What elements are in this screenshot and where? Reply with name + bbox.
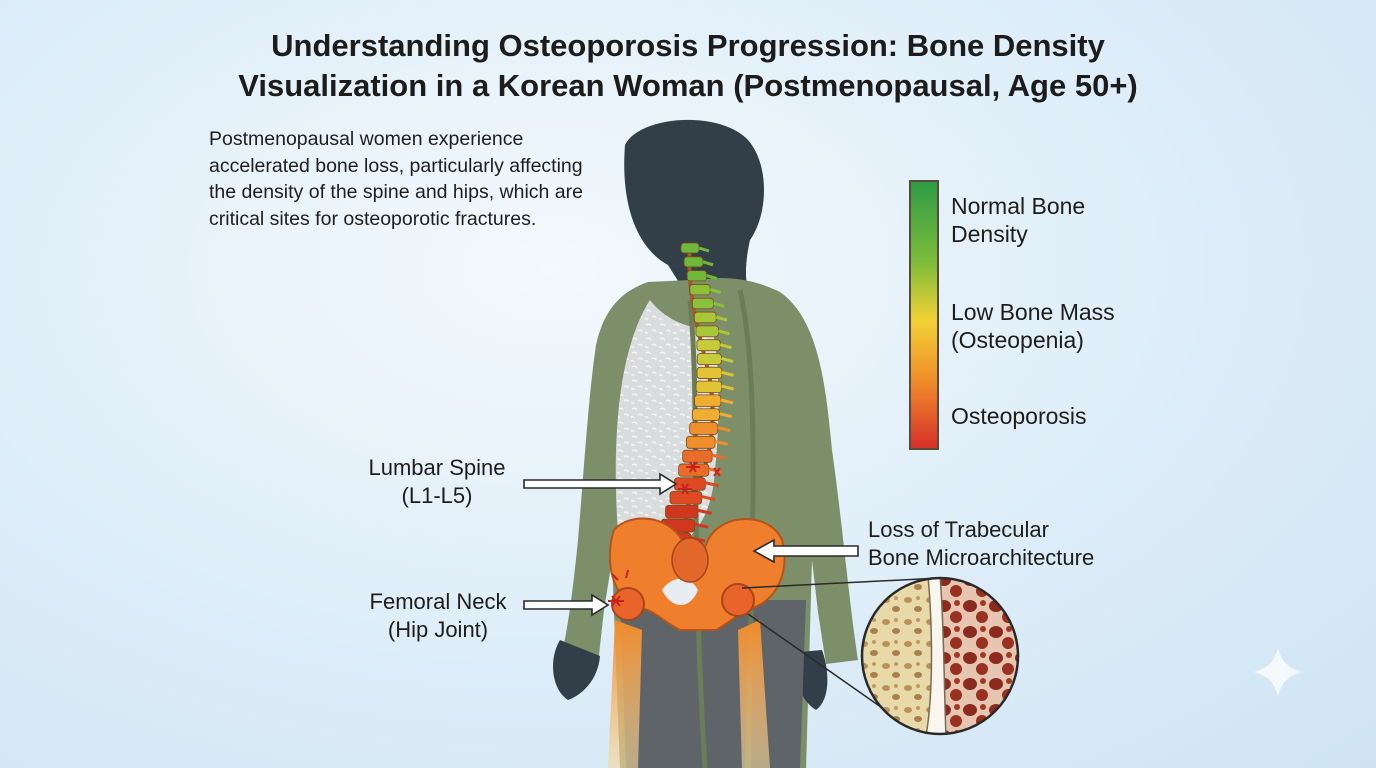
- vertebra-process: [711, 453, 726, 460]
- magnifier-line-bottom: [747, 613, 889, 713]
- vertebra: [689, 284, 711, 296]
- vertebra-process: [720, 357, 734, 363]
- vertebra: [683, 256, 704, 268]
- scale-label-osteoporosis-line1: Osteoporosis: [951, 403, 1087, 429]
- vertebra: [685, 435, 716, 449]
- vertebra-process: [719, 412, 733, 419]
- vertebra-process: [720, 398, 734, 405]
- callout-femoral-neck: Femoral Neck (Hip Joint): [352, 588, 524, 644]
- vertebra-process: [721, 384, 734, 391]
- spine-illustration: [656, 242, 734, 547]
- vertebra-process: [701, 495, 716, 502]
- vertebra-process: [719, 343, 732, 350]
- callout-femoral-line2: (Hip Joint): [387, 617, 489, 642]
- vertebra: [696, 353, 722, 366]
- vertebra: [693, 311, 717, 324]
- callout-trabecular-loss: Loss of Trabecular Bone Microarchitectur…: [868, 516, 1148, 572]
- fracture-mark-icon: [608, 461, 721, 607]
- callout-femoral-line1: Femoral Neck: [369, 589, 507, 614]
- vertebra: [669, 491, 703, 505]
- scale-label-osteopenia: Low Bone Mass (Osteopenia): [951, 298, 1115, 354]
- callout-lumbar-line1: Lumbar Spine: [368, 455, 506, 480]
- vertebra: [696, 366, 723, 379]
- callout-lumbar-line2: (L1-L5): [401, 483, 473, 508]
- scale-label-osteopenia-line2: (Osteopenia): [951, 327, 1084, 353]
- vertebra: [696, 339, 721, 352]
- trabecular-arrow: [752, 538, 859, 564]
- vertebra-process: [702, 260, 714, 267]
- vertebra-process: [705, 481, 719, 488]
- callout-lumbar-spine: Lumbar Spine (L1-L5): [352, 454, 522, 510]
- diagram-title: Understanding Osteoporosis Progression: …: [100, 26, 1276, 106]
- vertebra: [682, 449, 713, 463]
- vertebra: [686, 270, 708, 282]
- pelvis-illustration: [608, 517, 786, 631]
- density-scale-bar: [909, 180, 939, 450]
- vertebra-process: [706, 274, 718, 281]
- magnifier-line-top: [741, 577, 941, 589]
- vertebra-process: [718, 329, 730, 336]
- vertebra: [680, 242, 700, 254]
- title-line-2: Visualization in a Korean Woman (Postmen…: [238, 68, 1138, 103]
- intro-text: Postmenopausal women experience accelera…: [209, 128, 583, 230]
- scale-label-osteoporosis: Osteoporosis: [951, 402, 1087, 430]
- vertebra: [695, 380, 723, 393]
- leg-bones: [608, 620, 770, 768]
- vertebra-process: [715, 315, 728, 322]
- scale-label-osteopenia-line1: Low Bone Mass: [951, 299, 1115, 325]
- vertebra-process: [714, 439, 729, 446]
- vertebra: [665, 504, 699, 519]
- vertebra-process: [717, 426, 731, 432]
- scale-label-normal-line2: Density: [951, 221, 1028, 247]
- scale-label-normal: Normal Bone Density: [951, 192, 1085, 248]
- vertebra-process: [712, 301, 725, 308]
- vertebra: [689, 422, 718, 435]
- vertebra: [695, 325, 719, 338]
- vertebra-process: [709, 287, 722, 294]
- title-line-1: Understanding Osteoporosis Progression: …: [271, 28, 1105, 63]
- vertebra-process: [698, 246, 710, 253]
- callout-trabecular-line2: Bone Microarchitecture: [868, 545, 1095, 570]
- callout-trabecular-line1: Loss of Trabecular: [868, 517, 1049, 542]
- vertebra-process: [697, 508, 712, 515]
- bone-magnifier: [860, 576, 1020, 736]
- vertebra: [691, 297, 714, 310]
- vertebra: [694, 394, 722, 407]
- femoral-arrow: [523, 593, 610, 617]
- vertebra-process: [694, 522, 709, 529]
- lumbar-arrow: [523, 472, 678, 496]
- vertebra: [691, 408, 720, 421]
- vertebra-process: [721, 370, 734, 377]
- scale-label-normal-line1: Normal Bone: [951, 193, 1086, 219]
- sparkle-icon: [1254, 648, 1302, 696]
